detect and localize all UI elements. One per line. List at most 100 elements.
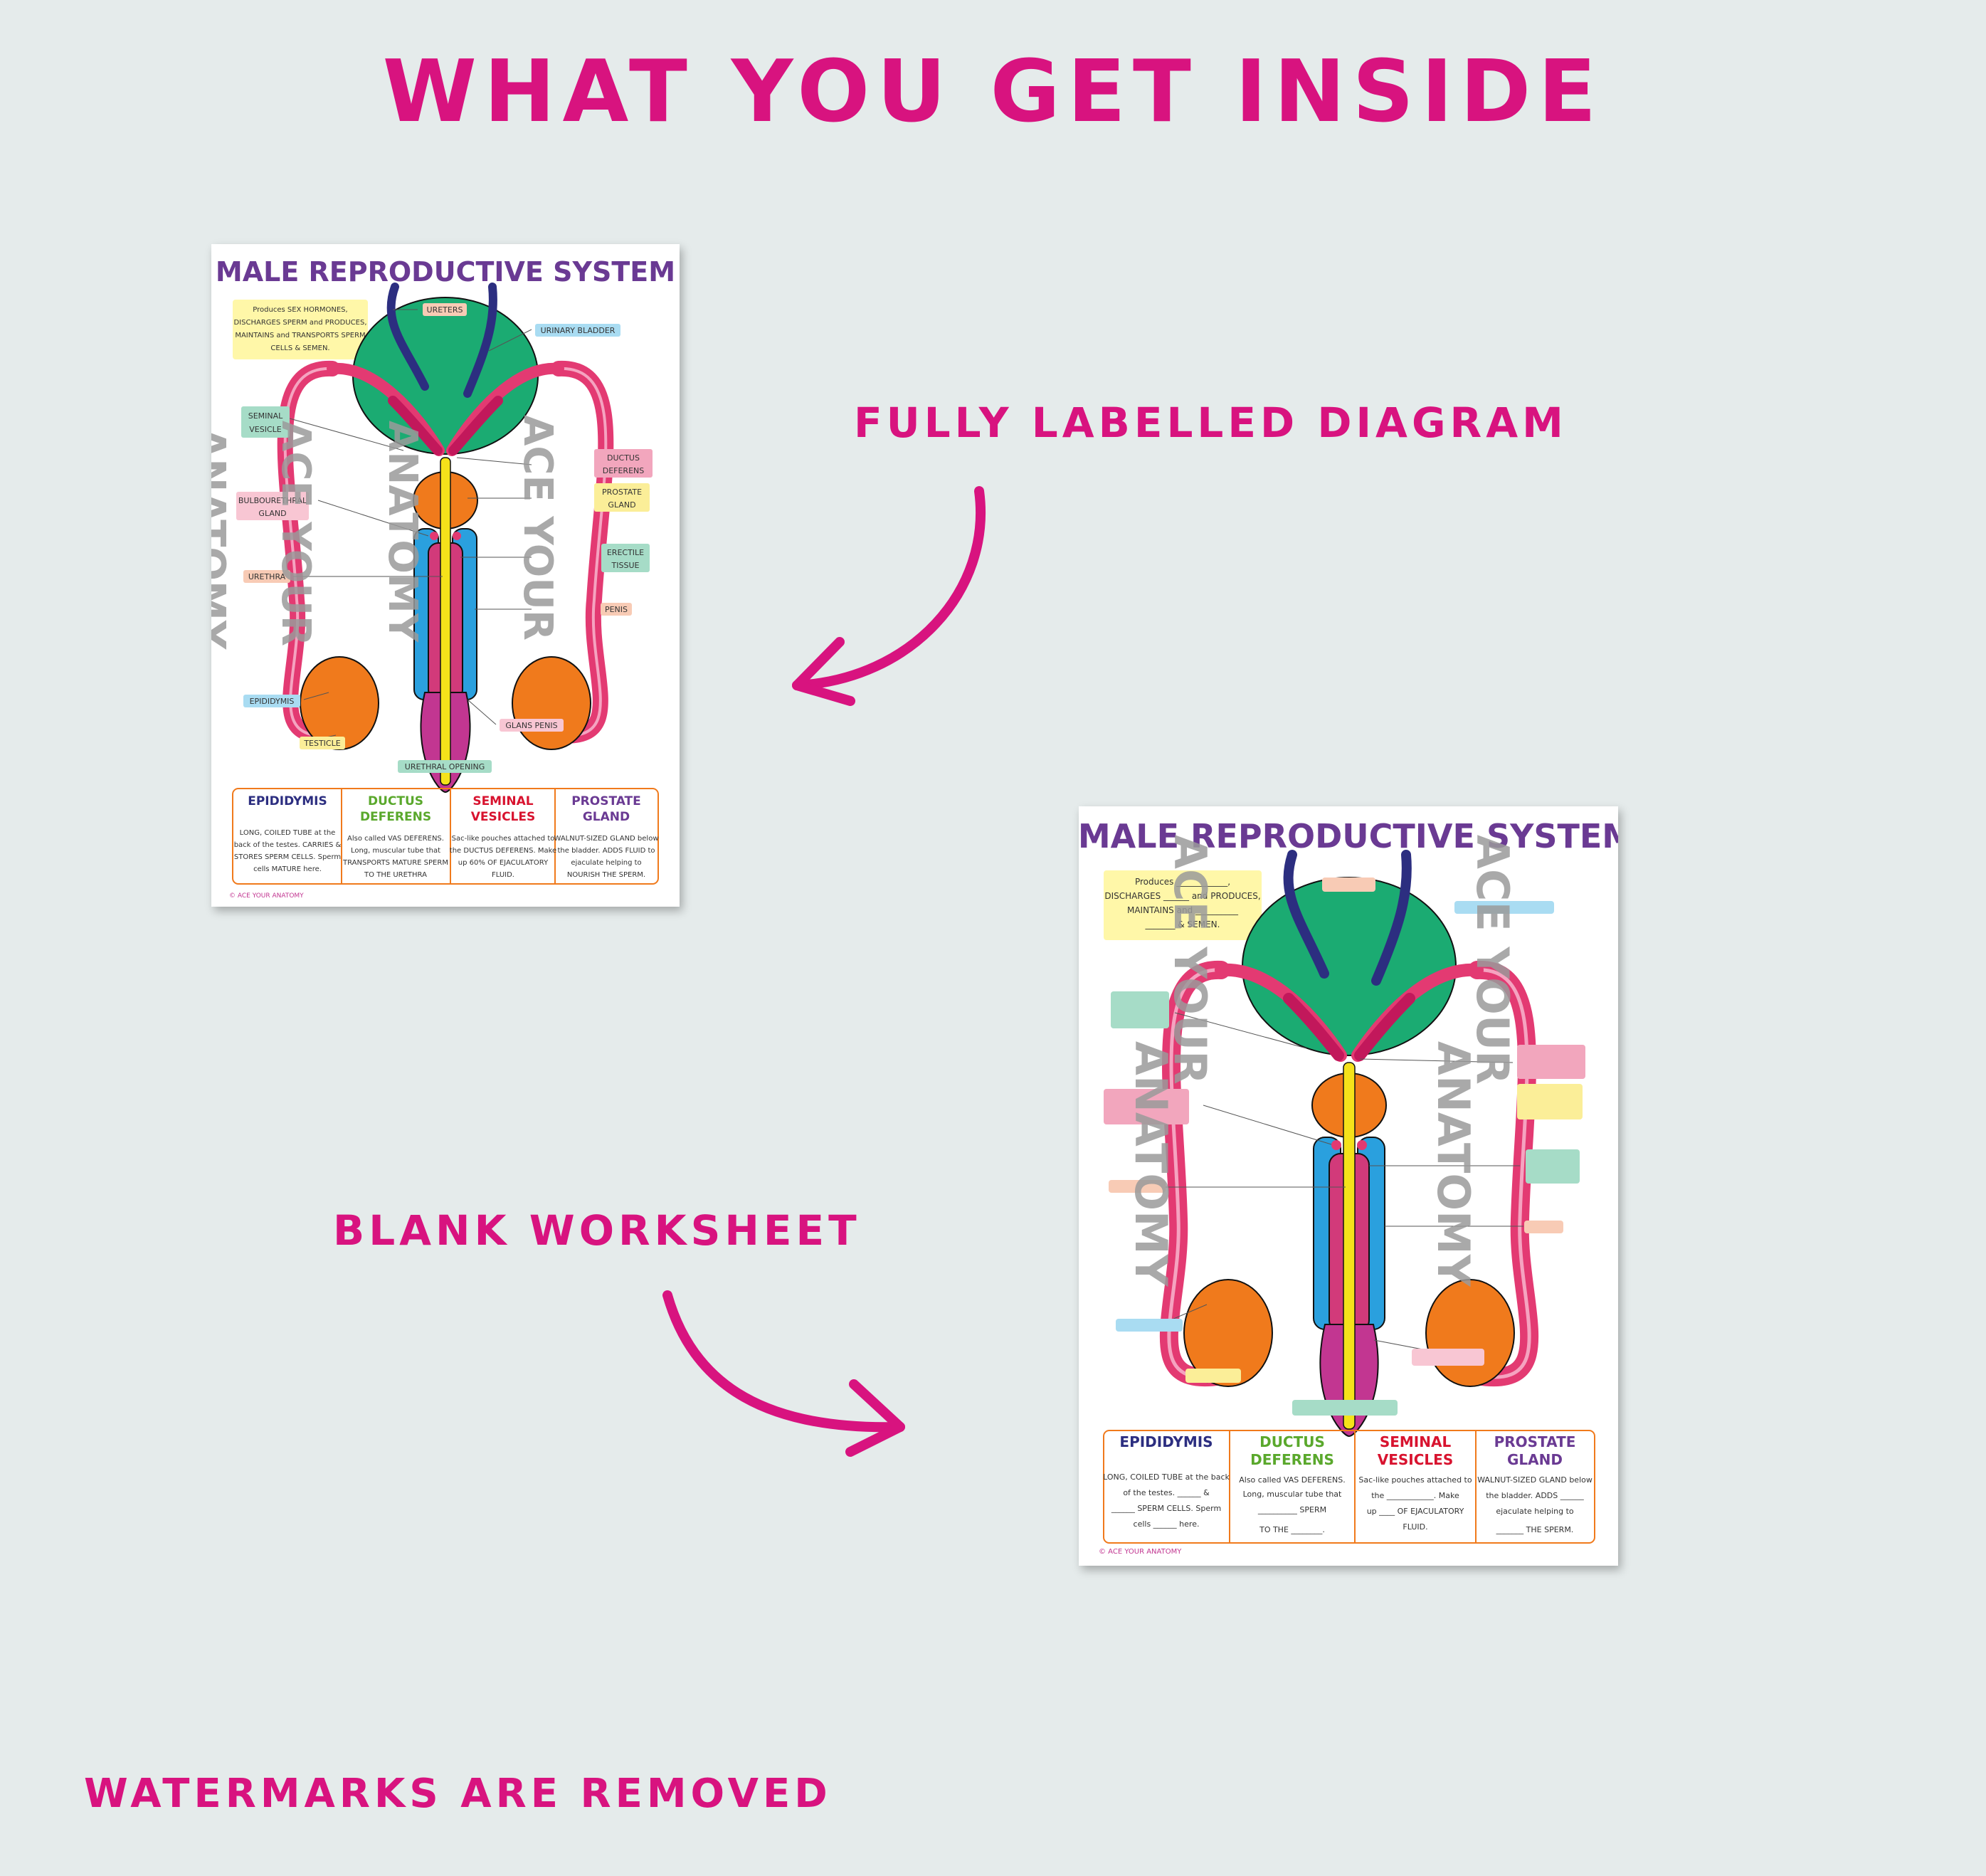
table-text: WALNUT-SIZED GLAND below <box>554 835 658 843</box>
info-table: EPIDIDYMIS DUCTUS DEFERENS SEMINAL VESIC… <box>232 788 659 885</box>
blank-box-urethra[interactable] <box>1109 1180 1166 1193</box>
blank-table-text: FLUID. <box>1403 1522 1427 1532</box>
table-text: NOURISH THE SPERM. <box>567 871 645 879</box>
blank-urethra-shape <box>1343 1062 1356 1430</box>
blank-table-text: TO THE ________. <box>1259 1525 1325 1534</box>
svg-text:ANATOMY: ANATOMY <box>379 421 426 643</box>
label-prostate-gland: PROSTATE <box>602 488 642 497</box>
intro-line: Produces SEX HORMONES, <box>253 306 347 314</box>
intro-line: MAINTAINS and TRANSPORTS SPERM <box>235 332 365 339</box>
testicle-right-shape <box>512 656 591 750</box>
blank-table-header-prostate: PROSTATE <box>1494 1433 1576 1450</box>
blank-table-header-prostate: GLAND <box>1507 1451 1563 1468</box>
table-text: the bladder. ADDS FLUID to <box>557 847 655 855</box>
blank-copyright: © ACE YOUR ANATOMY <box>1099 1548 1182 1556</box>
blank-label-boxes[interactable] <box>1104 878 1585 1416</box>
blank-box-erectile-tissue[interactable] <box>1526 1149 1580 1184</box>
blank-info-table: EPIDIDYMIS DUCTUS DEFERENS SEMINAL VESIC… <box>1103 1430 1595 1544</box>
label-epididymis: EPIDIDYMIS <box>250 697 295 706</box>
blank-table-text: of the testes. ______ & <box>1123 1488 1210 1497</box>
table-text: cells MATURE here. <box>253 865 322 873</box>
blank-table-header-seminal: VESICLES <box>1378 1451 1453 1468</box>
blank-box-epididymis[interactable] <box>1116 1319 1183 1332</box>
table-header-ductus: DUCTUS <box>368 794 423 808</box>
blank-table-text: the ____________. Make <box>1371 1491 1459 1500</box>
label-seminal-vesicle: VESICLE <box>249 425 282 434</box>
label-erectile-tissue: TISSUE <box>611 561 640 570</box>
urethra-shape <box>440 457 451 786</box>
table-header-seminal: VESICLES <box>471 810 536 824</box>
page-title: WHAT YOU GET INSIDE <box>382 43 1604 142</box>
blank-intro-box <box>1104 870 1262 940</box>
curved-arrow-to-labelled-icon <box>792 486 986 706</box>
svg-text:ACE YOUR: ACE YOUR <box>514 415 561 641</box>
svg-text:ANATOMY: ANATOMY <box>211 428 233 650</box>
blank-box-penis[interactable] <box>1524 1221 1563 1233</box>
blank-table-text: Also called VAS DEFERENS. <box>1239 1475 1346 1485</box>
svg-text:ACE YOUR: ACE YOUR <box>273 421 319 646</box>
blank-box-testicle[interactable] <box>1185 1369 1241 1383</box>
blank-box-seminal-vesicle[interactable] <box>1111 991 1169 1028</box>
label-glans-penis: GLANS PENIS <box>505 721 557 730</box>
watermark: ANATOMY ACE YOUR ANATOMY ACE YOUR <box>211 415 561 650</box>
blank-table-text: up ____ OF EJACULATORY <box>1367 1507 1464 1516</box>
table-text: Long, muscular tube that <box>351 847 440 855</box>
svg-text:ANATOMY: ANATOMY <box>1125 1041 1177 1287</box>
svg-text:ACE YOUR: ACE YOUR <box>1164 835 1216 1085</box>
label-testicle: TESTICLE <box>303 739 340 748</box>
sheet-title: MALE REPRODUCTIVE SYSTEM <box>216 256 675 288</box>
label-bulbourethral-gland: BULBOURETHRAL <box>238 496 307 505</box>
label-erectile-tissue: ERECTILE <box>607 548 644 557</box>
intro-box <box>233 300 368 359</box>
blank-box-glans-penis[interactable] <box>1412 1349 1484 1366</box>
blank-box-prostate-gland[interactable] <box>1517 1084 1583 1119</box>
blank-table-header-ductus: DUCTUS <box>1259 1433 1325 1450</box>
blank-table-text: cells ______ here. <box>1134 1519 1200 1529</box>
blank-box-bulbourethral-gland[interactable] <box>1104 1089 1189 1124</box>
table-text: the DUCTUS DEFERENS. Make <box>450 847 556 855</box>
blank-table-text: Sac-like pouches attached to <box>1358 1475 1472 1485</box>
copyright: © ACE YOUR ANATOMY <box>229 892 304 900</box>
table-text: TO THE URETHRA <box>364 871 427 879</box>
table-text: TRANSPORTS MATURE SPERM <box>342 859 448 867</box>
blank-box-ureters[interactable] <box>1322 878 1375 892</box>
blank-table-text: LONG, COILED TUBE at the back <box>1103 1472 1230 1482</box>
svg-text:ACE YOUR: ACE YOUR <box>1467 835 1518 1085</box>
label-urethral-opening: URETHRAL OPENING <box>405 762 485 771</box>
label-urinary-bladder: URINARY BLADDER <box>541 326 616 335</box>
intro-line: CELLS & SEMEN. <box>270 344 329 352</box>
blank-table-header-ductus: DEFERENS <box>1250 1451 1334 1468</box>
table-header-prostate: GLAND <box>583 810 630 824</box>
blank-table-text: __________ SPERM <box>1257 1505 1326 1514</box>
blank-table-text: the bladder. ADDS ______ <box>1486 1491 1584 1500</box>
table-header-prostate: PROSTATE <box>571 794 641 808</box>
table-header-ductus: DEFERENS <box>360 810 431 824</box>
blank-intro-line: MAINTAINS and __________ <box>1127 905 1239 915</box>
blank-watermark: ACE YOUR ANATOMY ACE YOUR ANATOMY <box>1125 835 1518 1287</box>
blank-bladder-shape <box>1242 877 1457 1056</box>
blank-box-ductus-deferens[interactable] <box>1517 1045 1585 1079</box>
blank-table-text: _______ THE SPERM. <box>1496 1525 1574 1534</box>
label-urethra: URETHRA <box>248 572 286 581</box>
curved-arrow-to-blank-icon <box>662 1290 905 1457</box>
label-ureters: URETERS <box>427 305 463 315</box>
blank-testicle-left-shape <box>1183 1279 1273 1387</box>
label-prostate-gland: GLAND <box>608 500 635 510</box>
blank-box-urinary-bladder[interactable] <box>1454 901 1554 914</box>
blank-table-text: ______ SPERM CELLS. Sperm <box>1111 1504 1221 1513</box>
blank-testicle-right-shape <box>1425 1279 1515 1387</box>
label-ductus-deferens: DEFERENS <box>603 466 645 475</box>
anatomy-diagram <box>277 283 614 794</box>
blank-intro-line: _______ & SEMEN. <box>1145 919 1220 929</box>
table-text: FLUID. <box>492 871 514 879</box>
blank-worksheet-caption: BLANK WORKSHEET <box>333 1206 861 1255</box>
label-penis: PENIS <box>605 605 628 614</box>
table-header-epididymis: EPIDIDYMIS <box>248 794 327 808</box>
watermarks-caption: WATERMARKS ARE REMOVED <box>84 1771 832 1817</box>
blank-box-urethral-opening[interactable] <box>1292 1400 1398 1416</box>
table-header-seminal: SEMINAL <box>472 794 533 808</box>
table-text: back of the testes. CARRIES & <box>234 841 342 849</box>
blank-table-text: WALNUT-SIZED GLAND below <box>1477 1475 1593 1485</box>
labelled-diagram-sheet: MALE REPRODUCTIVE SYSTEM Produces SEX HO… <box>211 244 680 907</box>
blank-table-text: Long, muscular tube that <box>1243 1490 1342 1499</box>
